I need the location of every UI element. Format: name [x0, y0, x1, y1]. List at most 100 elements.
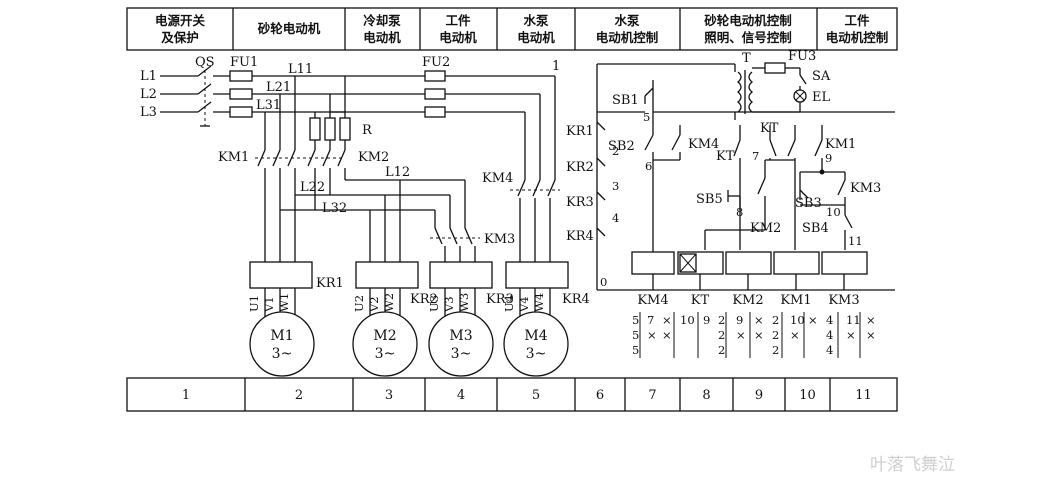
motor-m1 — [249, 311, 315, 377]
contact-table-cell: × — [754, 328, 764, 342]
label-km4-main: KM4 — [482, 171, 513, 186]
node-0: 0 — [600, 275, 607, 289]
footer-bar — [126, 377, 898, 412]
contact-table-cell: 5 — [632, 328, 639, 342]
term-w3: W3 — [457, 293, 471, 312]
label-kt-contact: KT — [760, 121, 779, 136]
contact-table-cell: × — [662, 313, 672, 327]
contact-table-cell: 4 — [826, 313, 833, 327]
contact-table-cell: 2 — [718, 328, 725, 342]
motor-m2-name: M2 — [373, 328, 396, 344]
motor-m2-phase: 3~ — [375, 346, 396, 362]
header-4-line2: 电动机 — [439, 30, 477, 45]
footer-cell-3: 3 — [385, 388, 393, 403]
label-l32: L32 — [322, 201, 347, 216]
contact-table-cell: × — [662, 328, 672, 342]
coil-label-km2: KM2 — [732, 293, 763, 308]
label-km3-main: KM3 — [484, 232, 515, 247]
term-w1: W1 — [277, 293, 291, 312]
label-sb3: SB3 — [795, 196, 822, 211]
contact-table-cell: × — [647, 328, 657, 342]
term-u4: U4 — [502, 295, 516, 312]
header-8-line2: 电动机控制 — [826, 30, 889, 45]
coil-label-km4: KM4 — [637, 293, 668, 308]
contact-table-cell: 5 — [632, 343, 639, 357]
term-v1: V1 — [262, 296, 276, 313]
contact-table-cell: 4 — [826, 343, 833, 357]
header-6-line1: 水泵 — [614, 13, 640, 28]
label-kr3-contact: KR3 — [566, 195, 594, 210]
footer-cell-2: 2 — [295, 388, 303, 403]
term-u3: U3 — [427, 295, 441, 312]
label-l2: L2 — [140, 87, 157, 102]
contact-table-cell: 2 — [772, 343, 779, 357]
header-3-line1: 冷却泵 — [363, 13, 401, 28]
label-kr3: KR3 — [486, 292, 514, 307]
term-w4: W4 — [532, 293, 546, 312]
motor-m1-phase: 3~ — [272, 346, 293, 362]
label-resistor: R — [362, 123, 373, 138]
label-fu3: FU3 — [788, 49, 816, 64]
label-node-1: 1 — [552, 59, 560, 74]
contact-table-cell: 10 — [790, 313, 805, 327]
contact-table-cell: 7 — [647, 313, 654, 327]
contact-table-cell: 2 — [718, 313, 725, 327]
header-6-line2: 电动机控制 — [596, 30, 659, 45]
label-l12: L12 — [385, 165, 410, 180]
contact-table-cell: 2 — [772, 328, 779, 342]
label-kr1-contact: KR1 — [566, 124, 594, 139]
node-9: 9 — [825, 151, 832, 165]
node-10: 10 — [826, 205, 841, 219]
coil-label-km1: KM1 — [780, 293, 811, 308]
contact-table-cell: × — [736, 328, 746, 342]
label-qs: QS — [195, 55, 215, 70]
footer-cell-8: 8 — [702, 388, 710, 403]
header-1-line1: 电源开关 — [155, 13, 206, 28]
footer-cell-5: 5 — [532, 388, 540, 403]
label-kr1: KR1 — [316, 276, 344, 291]
motor-m3-name: M3 — [449, 328, 472, 344]
label-kt-delay: KT — [716, 149, 735, 164]
footer-cell-11: 11 — [855, 388, 872, 403]
label-l1: L1 — [140, 69, 157, 84]
contact-table-cell: 9 — [736, 313, 743, 327]
header-5-line2: 电动机 — [517, 30, 555, 45]
main-contactors — [255, 149, 560, 262]
label-km1-contact: KM1 — [825, 137, 856, 152]
label-fu2: FU2 — [422, 55, 450, 70]
motor-m1-name: M1 — [270, 328, 293, 344]
footer-cell-6: 6 — [596, 388, 604, 403]
contact-table-cell: 2 — [772, 313, 779, 327]
label-l3: L3 — [140, 105, 157, 120]
header-3-line2: 电动机 — [363, 30, 401, 45]
motor-m3 — [428, 311, 494, 377]
contact-table-cell: × — [846, 328, 856, 342]
footer-cell-4: 4 — [457, 388, 465, 403]
label-l21: L21 — [266, 80, 291, 95]
contact-table-cell: 9 — [703, 313, 710, 327]
label-kr4-contact: KR4 — [566, 229, 594, 244]
label-km2-main: KM2 — [358, 150, 389, 165]
term-v2: V2 — [367, 296, 381, 313]
label-sb4: SB4 — [802, 221, 829, 236]
contact-table-cell: 2 — [718, 343, 725, 357]
header-1-line2: 及保护 — [161, 30, 199, 45]
contact-table-cell: × — [754, 313, 764, 327]
control-circuit — [596, 62, 895, 291]
header-4-line1: 工件 — [445, 13, 471, 28]
term-v3: V3 — [442, 296, 456, 313]
label-kr2-contact: KR2 — [566, 160, 594, 175]
contact-table-cell: 10 — [680, 313, 695, 327]
label-km1-main: KM1 — [218, 150, 249, 165]
term-v4: V4 — [517, 296, 531, 313]
node-8: 8 — [736, 205, 743, 219]
contact-table-cell: 4 — [826, 328, 833, 342]
term-u2: U2 — [352, 295, 366, 312]
term-w2: W2 — [382, 293, 396, 312]
power-supply-lines — [160, 65, 556, 180]
label-sa: SA — [812, 69, 831, 84]
label-km4-contact: KM4 — [688, 137, 719, 152]
